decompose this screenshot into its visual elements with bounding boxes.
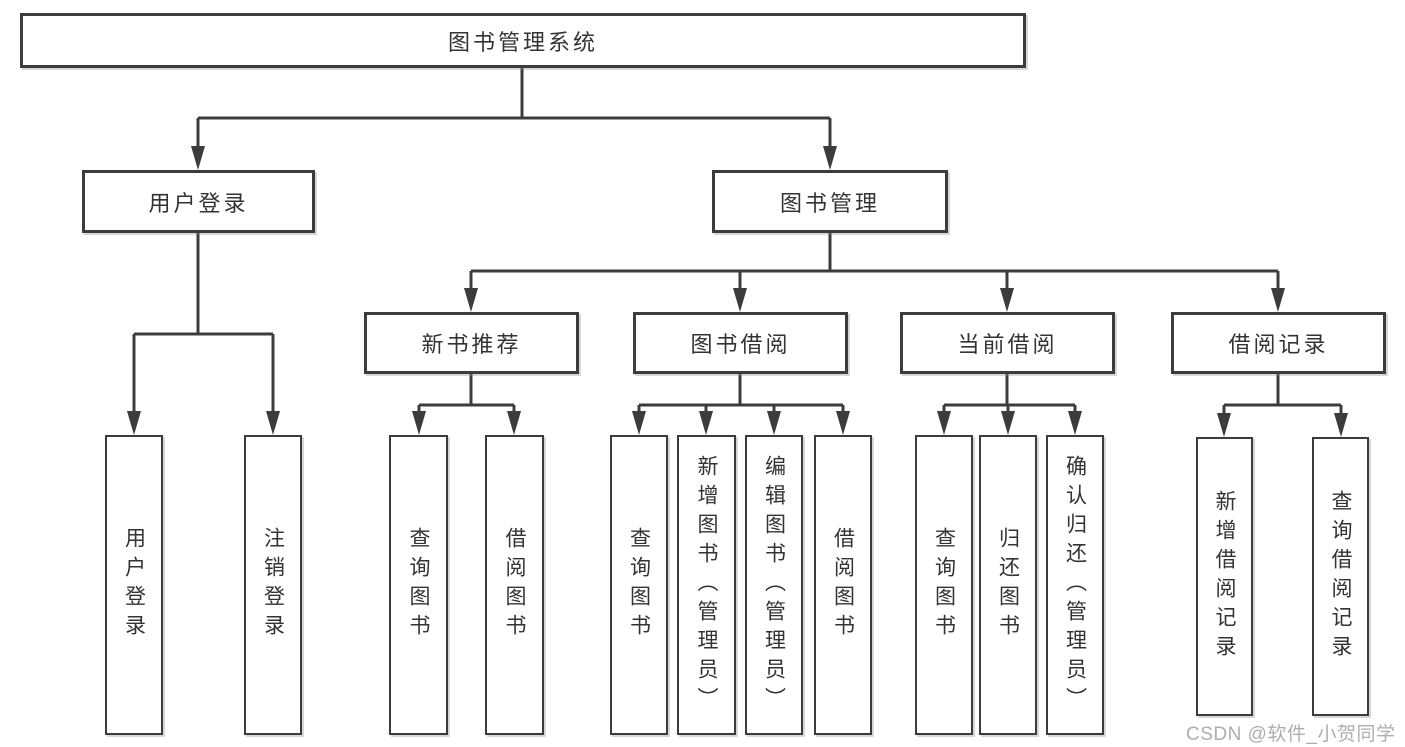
node-library-system: 图书管理系统	[20, 13, 1026, 68]
node-new-book-recommend: 新书推荐	[364, 312, 579, 374]
node-current-borrow-label: 当前借阅	[957, 332, 1058, 357]
node-book-management: 图书管理	[712, 170, 948, 233]
arrowhead	[266, 411, 280, 435]
arrowhead	[1001, 411, 1015, 435]
leaf-borrow-add-books-admin-label: 新增图书（管理员）	[695, 454, 718, 716]
connector-root-to-level2	[196, 68, 832, 150]
arrowhead	[767, 411, 781, 435]
connector-book-borrow-to-leaves	[637, 374, 845, 415]
arrowhead	[464, 288, 478, 312]
arrowhead	[733, 288, 747, 312]
leaf-current-return-books-label: 归还图书	[996, 527, 1020, 643]
node-new-book-recommend-label: 新书推荐	[421, 332, 522, 357]
node-borrow-records: 借阅记录	[1171, 312, 1386, 374]
leaf-borrow-add-books-admin: 新增图书（管理员）	[677, 435, 736, 735]
connector-book-management-to-level3	[469, 233, 1280, 292]
connector-user-login-to-leaves	[132, 233, 275, 415]
leaf-logout-login-label: 注销登录	[261, 527, 285, 643]
node-borrow-records-label: 借阅记录	[1228, 332, 1329, 357]
connector-new-book-recommend-to-leaves	[417, 374, 516, 415]
leaf-newrec-borrow-books-label: 借阅图书	[503, 527, 526, 643]
arrowhead	[191, 146, 205, 170]
node-current-borrow: 当前借阅	[900, 312, 1115, 374]
leaf-borrow-query-books-label: 查询图书	[627, 527, 651, 643]
leaf-user-login-label: 用户登录	[122, 527, 146, 643]
arrowhead	[823, 146, 837, 170]
node-library-system-label: 图书管理系统	[447, 29, 598, 55]
arrowhead	[507, 411, 521, 435]
leaf-borrow-edit-books-admin-label: 编辑图书（管理员）	[762, 454, 786, 716]
leaf-records-query-record-label: 查询借阅记录	[1329, 489, 1352, 664]
node-book-borrow-label: 图书借阅	[690, 332, 791, 357]
leaf-newrec-query-books: 查询图书	[389, 435, 448, 735]
arrowhead	[699, 411, 713, 435]
leaf-newrec-query-books-label: 查询图书	[407, 527, 430, 643]
leaf-current-confirm-return-admin: 确认归还（管理员）	[1046, 435, 1104, 735]
arrowhead	[1271, 288, 1285, 312]
leaf-user-login: 用户登录	[105, 435, 163, 735]
leaf-records-add-record: 新增借阅记录	[1196, 437, 1253, 716]
connector-borrow-records-to-leaves	[1222, 374, 1343, 417]
connector-current-borrow-to-leaves	[942, 374, 1077, 415]
leaf-current-query-books-label: 查询图书	[932, 527, 956, 643]
arrowhead	[1334, 413, 1348, 437]
arrowhead	[127, 411, 141, 435]
node-book-borrow: 图书借阅	[633, 312, 848, 374]
leaf-current-query-books: 查询图书	[915, 435, 973, 735]
arrowhead	[1217, 413, 1231, 437]
node-book-management-label: 图书管理	[779, 190, 880, 216]
watermark: CSDN @软件_小贺同学	[1186, 724, 1396, 745]
leaf-newrec-borrow-books: 借阅图书	[485, 435, 544, 735]
leaf-current-confirm-return-admin-label: 确认归还（管理员）	[1063, 454, 1087, 716]
arrowhead	[1000, 288, 1014, 312]
arrowhead	[632, 411, 646, 435]
leaf-borrow-query-books: 查询图书	[610, 435, 668, 735]
leaf-current-return-books: 归还图书	[979, 435, 1037, 735]
leaf-borrow-edit-books-admin: 编辑图书（管理员）	[745, 435, 803, 735]
arrowhead	[412, 411, 426, 435]
arrowhead	[1068, 411, 1082, 435]
leaf-borrow-borrow-books-label: 借阅图书	[831, 527, 855, 643]
node-user-login: 用户登录	[82, 170, 315, 233]
leaf-logout-login: 注销登录	[244, 435, 302, 735]
node-user-login-label: 用户登录	[148, 190, 249, 216]
arrowhead	[937, 411, 951, 435]
leaf-records-add-record-label: 新增借阅记录	[1213, 489, 1236, 664]
leaf-borrow-borrow-books: 借阅图书	[814, 435, 872, 735]
arrowhead	[836, 411, 850, 435]
leaf-records-query-record: 查询借阅记录	[1312, 437, 1369, 716]
